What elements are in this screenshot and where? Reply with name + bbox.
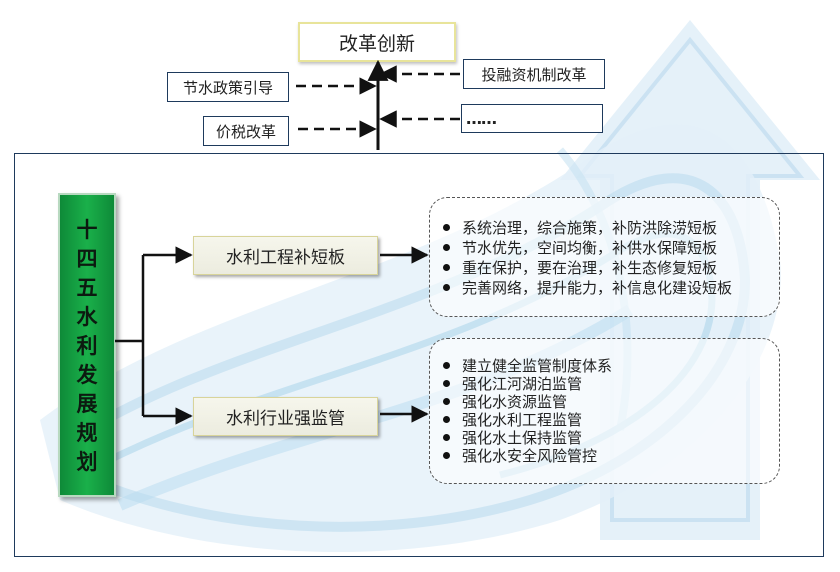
title-char: 四 bbox=[76, 245, 98, 271]
water-industry-supervision-label: 水利行业强监管 bbox=[226, 409, 345, 429]
bullet-icon bbox=[443, 379, 450, 387]
reform-innovation-label: 改革创新 bbox=[338, 32, 415, 55]
bullet-icon bbox=[443, 415, 450, 423]
list-item-text: 重在保护，要在治理，补生态修复短板 bbox=[462, 258, 718, 277]
bullet-icon bbox=[443, 433, 450, 441]
title-char: 规 bbox=[76, 419, 98, 445]
list-item-text: 节水优先，空间均衡，补供水保障短板 bbox=[462, 238, 718, 257]
list-item-text: 系统治理，综合施策，补防洪除涝短板 bbox=[462, 218, 718, 237]
list-item-text: 强化水安全风险管控 bbox=[462, 446, 598, 465]
list-item-text: 建立健全监管制度体系 bbox=[462, 356, 613, 375]
water-industry-supervision-box: 水利行业强监管 bbox=[193, 397, 378, 436]
supervision-list: 建立健全监管制度体系 强化江河湖泊监管 强化水资源监管 强化水利工程监管 强化水… bbox=[430, 339, 779, 465]
title-char: 利 bbox=[76, 332, 98, 358]
list-item: 重在保护，要在治理，补生态修复短板 bbox=[443, 257, 779, 277]
list-item-text: 强化水土保持监管 bbox=[462, 428, 583, 447]
ellipsis-box: …… bbox=[461, 104, 603, 133]
bullet-icon bbox=[443, 451, 450, 459]
title-char: 划 bbox=[76, 448, 98, 474]
investment-financing-reform-label: 投融资机制改革 bbox=[481, 65, 587, 84]
list-item: 强化水土保持监管 bbox=[443, 428, 779, 447]
title-char: 展 bbox=[76, 390, 98, 416]
price-tax-reform-box: 价税改革 bbox=[203, 116, 289, 146]
list-item: 完善网络，提升能力，补信息化建设短板 bbox=[443, 277, 779, 297]
water-saving-policy-label: 节水政策引导 bbox=[182, 78, 273, 97]
title-char: 发 bbox=[76, 361, 98, 387]
bullet-icon bbox=[443, 243, 450, 251]
list-item-text: 强化水资源监管 bbox=[462, 392, 568, 411]
shortboard-list: 系统治理，综合施策，补防洪除涝短板 节水优先，空间均衡，补供水保障短板 重在保护… bbox=[430, 198, 779, 297]
list-item: 系统治理，综合施策，补防洪除涝短板 bbox=[443, 217, 779, 237]
list-item: 强化水利工程监管 bbox=[443, 410, 779, 429]
list-item: 强化江河湖泊监管 bbox=[443, 374, 779, 393]
supervision-list-panel: 建立健全监管制度体系 强化江河湖泊监管 强化水资源监管 强化水利工程监管 强化水… bbox=[429, 338, 780, 484]
water-project-shortboard-box: 水利工程补短板 bbox=[193, 236, 378, 275]
list-item: 强化水资源监管 bbox=[443, 392, 779, 411]
bullet-icon bbox=[443, 263, 450, 271]
list-item-text: 强化江河湖泊监管 bbox=[462, 374, 583, 393]
title-char: 十 bbox=[76, 216, 98, 242]
list-item-text: 强化水利工程监管 bbox=[462, 410, 583, 429]
fourteenth-five-year-plan-title: 十 四 五 水 利 发 展 规 划 bbox=[58, 193, 116, 497]
list-item: 强化水安全风险管控 bbox=[443, 446, 779, 465]
main-frame bbox=[14, 153, 824, 557]
list-item: 节水优先，空间均衡，补供水保障短板 bbox=[443, 237, 779, 257]
water-project-shortboard-label: 水利工程补短板 bbox=[226, 248, 345, 268]
ellipsis-label: …… bbox=[466, 109, 497, 128]
investment-financing-reform-box: 投融资机制改革 bbox=[463, 59, 605, 89]
bullet-icon bbox=[443, 223, 450, 231]
list-item-text: 完善网络，提升能力，补信息化建设短板 bbox=[462, 278, 733, 297]
bullet-icon bbox=[443, 361, 450, 369]
reform-innovation-box: 改革创新 bbox=[298, 22, 456, 62]
shortboard-list-panel: 系统治理，综合施策，补防洪除涝短板 节水优先，空间均衡，补供水保障短板 重在保护… bbox=[429, 197, 780, 317]
list-item: 建立健全监管制度体系 bbox=[443, 356, 779, 375]
title-char: 五 bbox=[76, 274, 98, 300]
bullet-icon bbox=[443, 283, 450, 291]
bullet-icon bbox=[443, 397, 450, 405]
water-saving-policy-box: 节水政策引导 bbox=[167, 72, 289, 102]
price-tax-reform-label: 价税改革 bbox=[215, 122, 276, 141]
title-char: 水 bbox=[76, 303, 98, 329]
